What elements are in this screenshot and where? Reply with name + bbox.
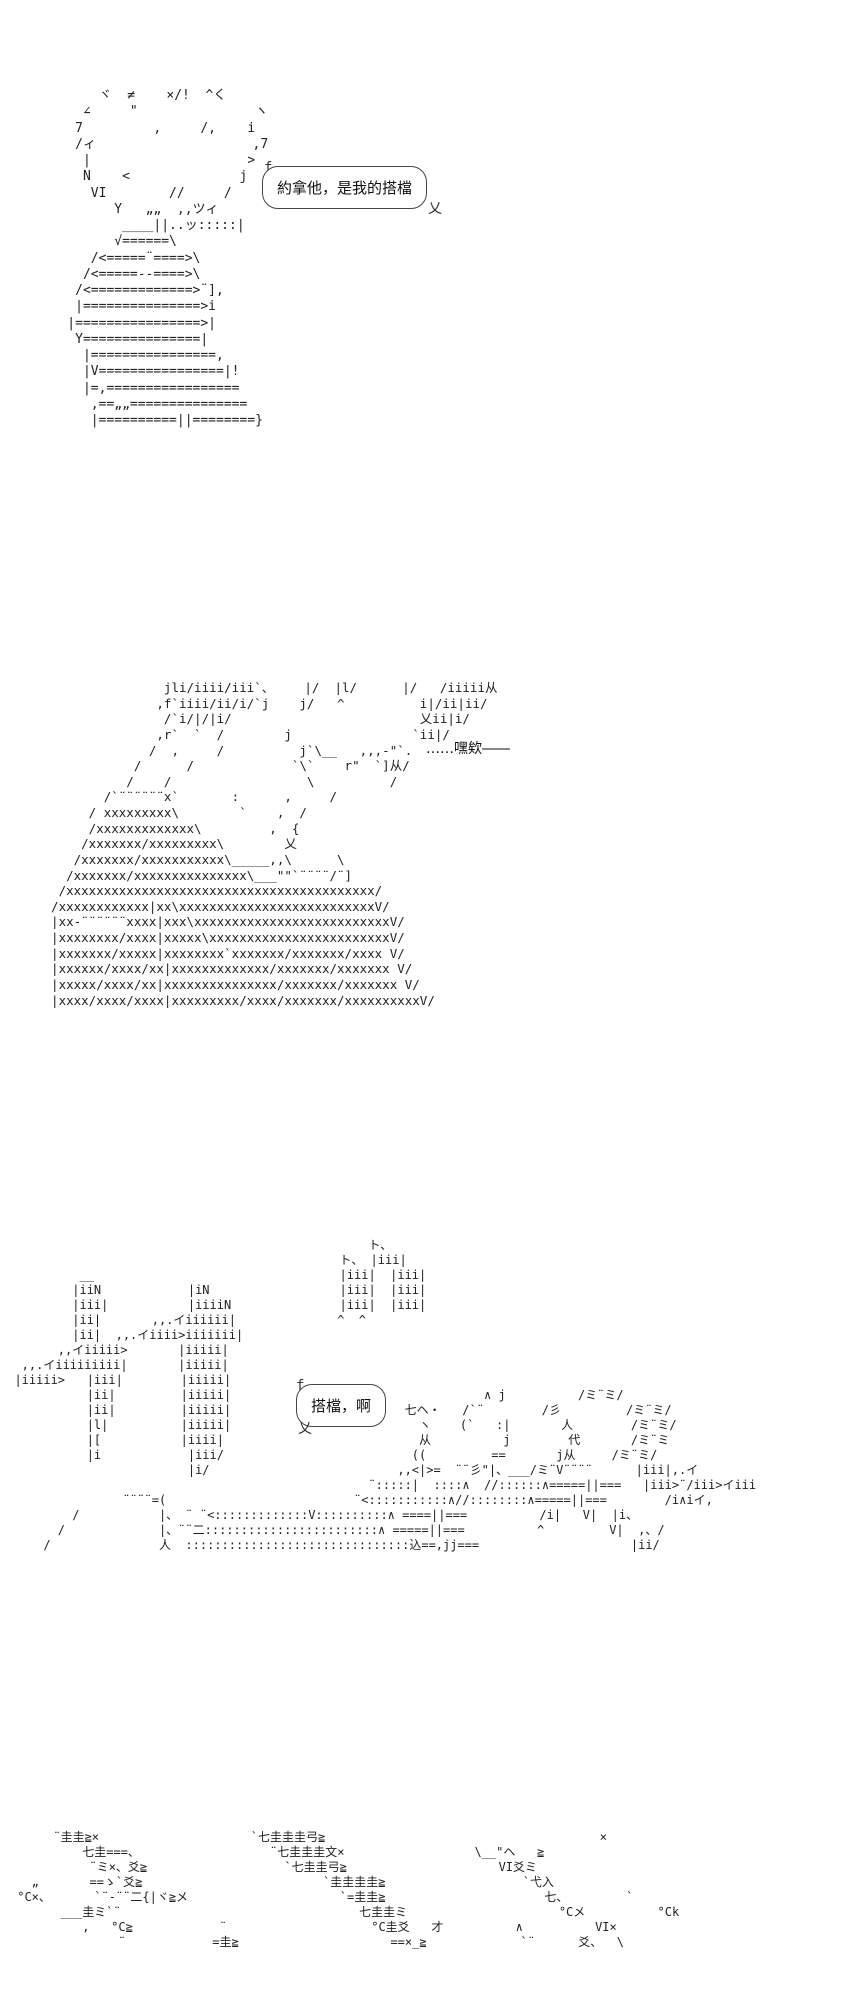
ascii-art-speed-lines-4: ¨圭圭≧× `七圭圭圭弓≧ × 七圭===、 ¨七圭圭圭文× \__"ヘ ≧ ¨… (17, 1830, 680, 1949)
ascii-art-figure-1: ヾ ≠ ×/! ^く ∠ " ヽ 7 , /, i /ィ ,7 | > N < … (67, 88, 269, 428)
speech-bubble-1: 約拿他，是我的搭檔 (262, 166, 428, 209)
ascii-art-figure-2: jli/iiii/iii`、 |/ |l/ |/ /iiiii从 ,f`iiii… (51, 680, 498, 1008)
speech-bubble-text: 約拿他，是我的搭檔 (277, 179, 413, 197)
speech-bubble-text: 搭檔，啊 (311, 1397, 372, 1415)
bubble-tail-top: f (296, 1378, 305, 1394)
sound-caption: ……嘿欸―― (426, 741, 510, 757)
speech-bubble-3: 搭檔，啊 (296, 1384, 387, 1427)
bubble-tail-bottom: 乂 (298, 1421, 312, 1437)
ascii-art-scene-3: ト、 ト、 |iii| __ |iii| |iii| |iiN |iN |iii… (14, 1238, 757, 1552)
bubble-tail-bottom: 乂 (428, 201, 442, 217)
